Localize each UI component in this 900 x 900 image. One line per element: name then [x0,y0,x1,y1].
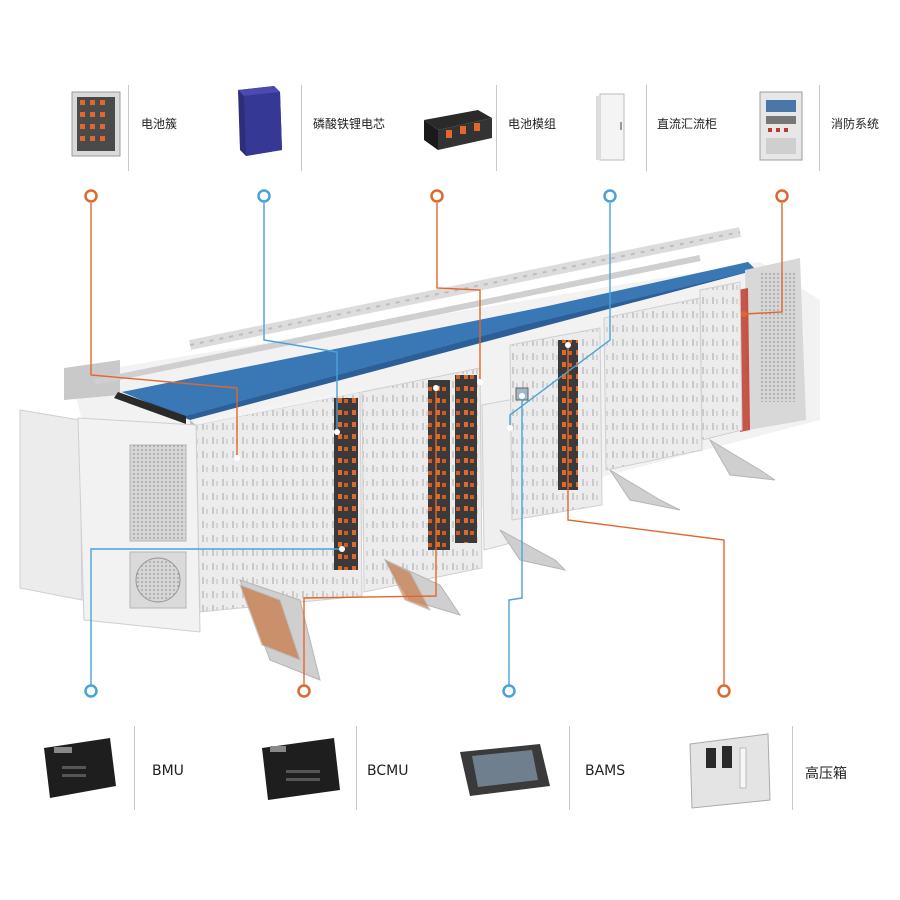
divider [792,726,793,810]
far-end-wall [738,258,806,432]
ring-lfp-cell [257,189,271,203]
thermal-management-unit [19,409,201,633]
label-battery-rack: 电池簇 [141,117,178,131]
label-bcmu: BCMU [367,763,409,779]
divider [134,726,135,810]
callout-line-battery-rack [90,203,238,458]
callout-line-bcmu [303,388,437,685]
bcmu-board-icon [262,738,340,800]
label-bmu: BMU [152,763,184,779]
divider [646,85,647,171]
divider [496,85,497,171]
ring-bcmu [297,684,311,698]
ring-fire-protection [775,189,789,203]
ring-bmu [84,684,98,698]
callout-line-battery-module [436,203,481,382]
divider [569,726,570,810]
battery-cabinet-group-1 [190,388,364,613]
callout-line-bams [508,396,523,685]
callout-rings [84,189,789,698]
high-voltage-box-icon [689,733,771,809]
divider [301,85,302,171]
bams-touchscreen-icon [460,744,550,796]
label-battery-module: 电池模组 [508,117,557,131]
battery-module-icon [424,110,492,150]
label-dc-combiner-cabinet: 直流汇流柜 [657,117,718,131]
divider [128,85,129,171]
dc-combiner-cabinet-icon [596,93,625,161]
container-roof [94,227,756,424]
divider [819,85,820,171]
ring-bams [502,684,516,698]
bmu-board-icon [44,738,116,798]
fire-protection-system-icon [759,91,803,161]
callout-line-lfp-cell [263,203,338,432]
battery-rack-icon [71,91,121,157]
ring-battery-rack [84,189,98,203]
floor-braces [239,438,776,681]
lfp-cell-icon [238,86,282,156]
callout-line-bmu [90,548,342,685]
label-high-voltage-box: 高压箱 [805,766,847,782]
ring-hv-box [717,684,731,698]
battery-cabinet-group-3 [603,281,743,471]
ring-battery-module [430,189,444,203]
label-bams: BAMS [585,763,626,779]
callout-line-fire-protection [743,203,783,315]
label-fire-protection-system: 消防系统 [831,117,880,131]
ring-dc-combiner [603,189,617,203]
callout-line-dc-combiner [509,203,611,428]
divider [356,726,357,810]
label-lfp-cell: 磷酸铁锂电芯 [313,117,386,131]
callout-lines [90,203,783,685]
callout-line-hv-box [567,345,725,685]
battery-cabinet-group-2 [361,367,483,593]
